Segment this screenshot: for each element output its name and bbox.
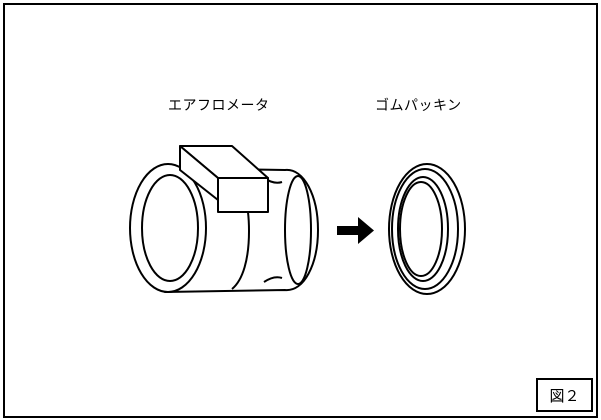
rubber-gasket xyxy=(388,163,466,295)
sensor-housing xyxy=(179,145,269,213)
air-flow-meter-label: エアフロメータ xyxy=(168,98,270,114)
figure-frame xyxy=(3,3,598,418)
air-flow-meter xyxy=(129,163,319,293)
rubber-gasket-label: ゴムパッキン xyxy=(375,98,462,114)
figure-number-label: 図２ xyxy=(536,378,593,412)
arrow-icon xyxy=(337,217,374,244)
